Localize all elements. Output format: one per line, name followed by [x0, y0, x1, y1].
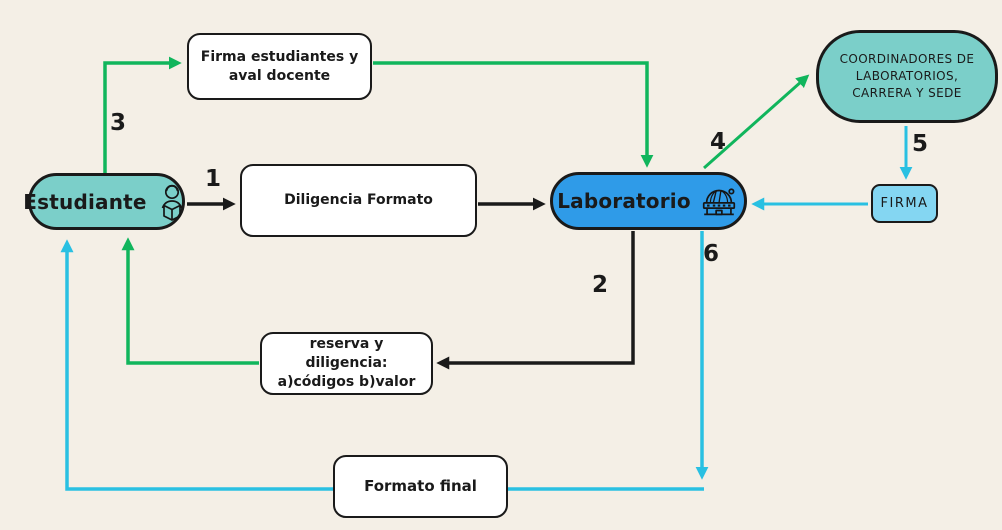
firma-box: FIRMA — [871, 184, 938, 223]
observatory-icon — [698, 182, 740, 220]
laboratorio-label: Laboratorio — [557, 189, 691, 213]
formato-final-box: Formato final — [333, 455, 508, 518]
step-label-3: 3 — [110, 110, 127, 136]
reserva-line2: a)códigos b)valor — [277, 373, 416, 390]
estudiante-node: Estudiante — [23, 173, 185, 230]
firma-estudiantes-label: Firma estudiantes y aval docente — [200, 48, 359, 84]
coordinadores-node: COORDINADORES DE LABORATORIOS, CARRERA Y… — [816, 30, 998, 123]
firma-estudiantes-box: Firma estudiantes y aval docente — [187, 33, 372, 100]
firma-label: FIRMA — [880, 196, 929, 211]
step-label-5: 5 — [912, 131, 929, 157]
laboratorio-node: Laboratorio — [550, 172, 747, 230]
diligencia-formato-box: Diligencia Formato — [240, 164, 477, 237]
diligencia-formato-label: Diligencia Formato — [284, 192, 433, 209]
estudiante-label: Estudiante — [23, 189, 147, 214]
coordinadores-label: COORDINADORES DE LABORATORIOS, CARRERA Y… — [839, 52, 975, 100]
reserva-line1: reserva y diligencia: — [305, 336, 388, 372]
step-label-1: 1 — [205, 166, 222, 192]
step-label-6: 6 — [703, 241, 720, 267]
step-label-2: 2 — [592, 272, 609, 298]
reserva-diligencia-box: reserva y diligencia: a)códigos b)valor — [260, 332, 433, 395]
student-reading-icon — [154, 182, 190, 222]
step-label-4: 4 — [710, 129, 727, 155]
formato-final-label: Formato final — [364, 477, 477, 496]
